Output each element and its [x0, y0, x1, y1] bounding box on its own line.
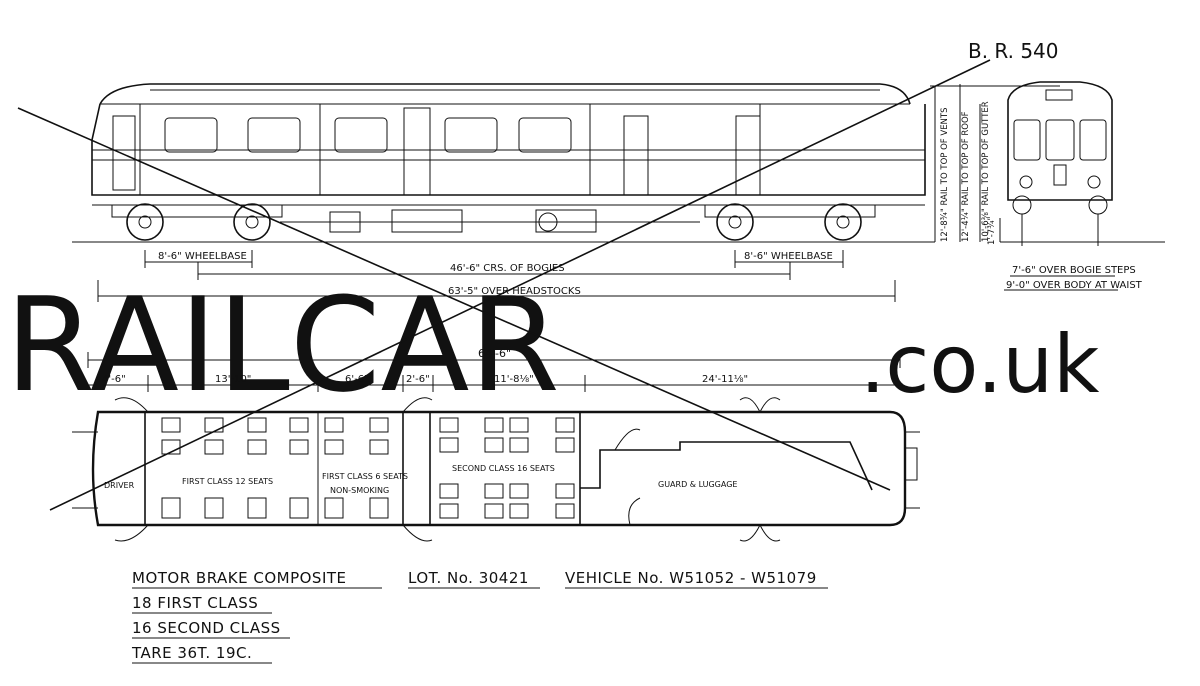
body-outline [91, 103, 926, 196]
title-line-4: TARE 36T. 19C. [131, 644, 252, 662]
plan-outline [91, 410, 907, 527]
over-headstocks-label: 63'-5" OVER HEADSTOCKS [448, 286, 581, 297]
room-first-non-smoking-2: NON-SMOKING [330, 486, 389, 495]
cab-door [112, 115, 136, 191]
height-roof-label: 12'-4¼" RAIL TO TOP OF ROOF [961, 111, 971, 242]
height-vents-label: 12'-8¾" RAIL TO TOP OF VENTS [940, 107, 950, 242]
cancellation-lines [17, 59, 991, 511]
watermark-domain: .co.uk [860, 318, 1100, 411]
title-line-3: 16 SECOND CLASS [132, 619, 281, 637]
watermark-main: RAILCAR [5, 269, 560, 421]
underframe [280, 209, 700, 233]
lot-number: LOT. No. 30421 [408, 569, 529, 587]
roof-outline [99, 83, 911, 105]
room-first-non-smoking-1: FIRST CLASS 6 SEATS [322, 472, 408, 481]
bogie-left [111, 203, 283, 241]
dim-first-class: 13'-10" [215, 374, 251, 385]
guard-partition [580, 441, 873, 491]
second-class-seats [439, 417, 575, 519]
dim-first-non-smoking: 6'-6" [345, 374, 369, 385]
dim-driver: 4'-6" [102, 374, 126, 385]
overall-length-label: 64'-6" [478, 347, 511, 360]
title-line-1: MOTOR BRAKE COMPOSITE [132, 569, 347, 587]
width-steps-label: 7'-6" OVER BOGIE STEPS [1012, 265, 1136, 276]
end-body-outline [1007, 81, 1113, 201]
title-line-2: 18 FIRST CLASS [132, 594, 258, 612]
height-step-label: 1'-7¾" [987, 217, 997, 245]
dim-guard: 24'-11⅛" [702, 374, 748, 385]
drawing-ref: B. R. 540 [968, 39, 1059, 63]
room-second-class: SECOND CLASS 16 SEATS [452, 464, 555, 473]
room-first-class: FIRST CLASS 12 SEATS [182, 477, 273, 486]
height-gutter-label: 10'-6⅜" RAIL TO TOP OF GUTTER [981, 101, 991, 242]
first-class-seats [161, 417, 389, 519]
title-block: MOTOR BRAKE COMPOSITE 18 FIRST CLASS 16 … [131, 569, 828, 664]
watermark: RAILCAR .co.uk [5, 269, 1100, 421]
end-elevation: 12'-8¾" RAIL TO TOP OF VENTS 12'-4¼" RAI… [930, 81, 1165, 291]
room-guard: GUARD & LUGGAGE [658, 480, 737, 489]
vehicle-number: VEHICLE No. W51052 - W51079 [565, 569, 817, 587]
dim-vestibule: 2'-6" [406, 374, 430, 385]
side-windows [164, 117, 572, 153]
bogie-right [704, 203, 876, 241]
bogie-centres-label: 46'-6" CRS. OF BOGIES [450, 263, 565, 274]
room-driver: DRIVER [104, 481, 135, 490]
wheelbase-left-label: 8'-6" WHEELBASE [158, 251, 247, 262]
side-doors [319, 104, 761, 196]
dim-second-class: 11'-8⅛" [494, 374, 534, 385]
width-body-label: 9'-0" OVER BODY AT WAIST [1006, 280, 1143, 291]
plan-view: 64'-6" 4'-6" 13'-10" 6'-6" 2'-6" 11'-8⅛"… [72, 347, 920, 542]
wheelbase-right-label: 8'-6" WHEELBASE [744, 251, 833, 262]
